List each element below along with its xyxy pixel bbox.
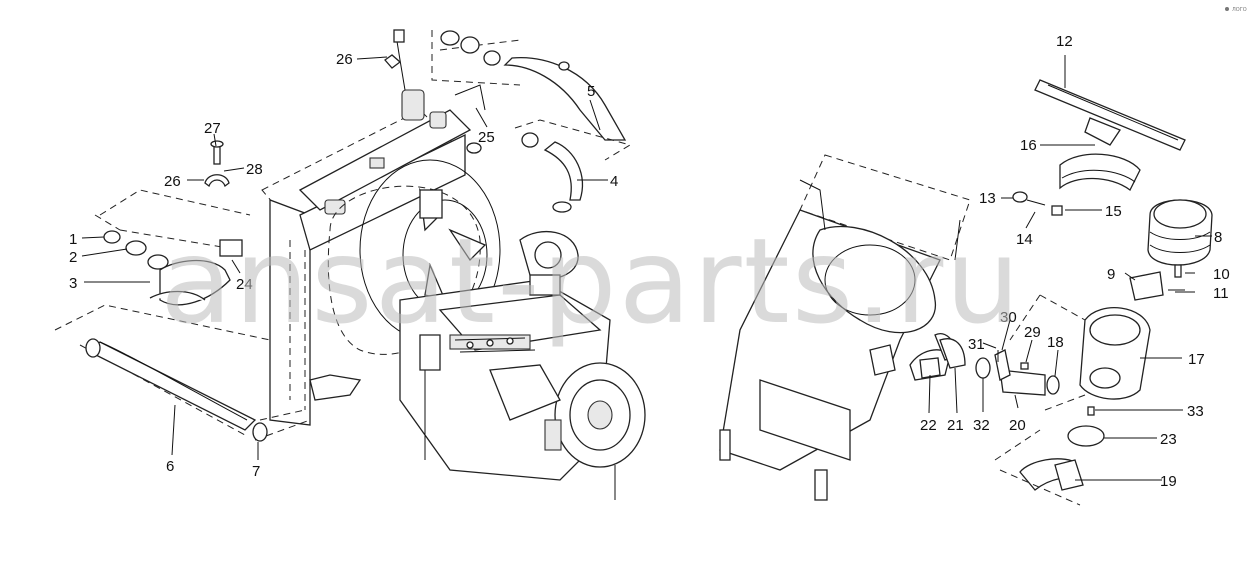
callout-labels: 1 2 3 4 5 6 7 8 9 10 11 12 13 14 15 16 1… xyxy=(69,33,1230,490)
callout-10: 10 xyxy=(1213,266,1230,283)
air-cleaner-parts xyxy=(919,79,1213,506)
callout-8: 8 xyxy=(1214,229,1222,246)
callout-2: 2 xyxy=(69,249,77,266)
upper-hoses xyxy=(384,29,632,213)
leader-lines xyxy=(81,55,1212,481)
callout-24: 24 xyxy=(236,276,253,293)
logo-dot-icon xyxy=(1225,7,1229,11)
callout-5: 5 xyxy=(587,83,595,100)
callout-32: 32 xyxy=(973,417,990,434)
callout-23: 23 xyxy=(1160,431,1177,448)
corner-logo: ЛОГО xyxy=(1225,7,1247,13)
callout-31: 31 xyxy=(968,336,985,353)
callout-18: 18 xyxy=(1047,334,1064,351)
callout-1: 1 xyxy=(69,231,77,248)
callout-26a: 26 xyxy=(336,51,353,68)
callout-19: 19 xyxy=(1160,473,1177,490)
callout-3: 3 xyxy=(69,275,77,292)
callout-20: 20 xyxy=(1009,417,1026,434)
callout-28: 28 xyxy=(246,161,263,178)
callout-4: 4 xyxy=(610,173,618,190)
left-hose-parts xyxy=(54,140,271,442)
callout-26b: 26 xyxy=(164,173,181,190)
callout-9: 9 xyxy=(1107,266,1115,283)
callout-6: 6 xyxy=(166,458,174,475)
watermark: ansat-parts.ru xyxy=(160,212,1022,350)
radiator-assembly xyxy=(254,89,501,441)
callout-33: 33 xyxy=(1187,403,1204,420)
callout-16: 16 xyxy=(1020,137,1037,154)
callout-22: 22 xyxy=(920,417,937,434)
callout-29: 29 xyxy=(1024,324,1041,341)
callout-7: 7 xyxy=(252,463,260,480)
corner-mark: ЛОГО xyxy=(1232,7,1247,13)
callout-13: 13 xyxy=(979,190,996,207)
callout-30: 30 xyxy=(1000,309,1017,326)
callout-14: 14 xyxy=(1016,231,1033,248)
callout-27: 27 xyxy=(204,120,221,137)
intake-assembly xyxy=(719,154,971,501)
callout-21: 21 xyxy=(947,417,964,434)
callout-11: 11 xyxy=(1213,285,1229,302)
engine-block xyxy=(399,230,646,500)
callout-12: 12 xyxy=(1056,33,1073,50)
callout-17: 17 xyxy=(1188,351,1205,368)
callout-15: 15 xyxy=(1105,203,1122,220)
callout-25: 25 xyxy=(478,129,495,146)
